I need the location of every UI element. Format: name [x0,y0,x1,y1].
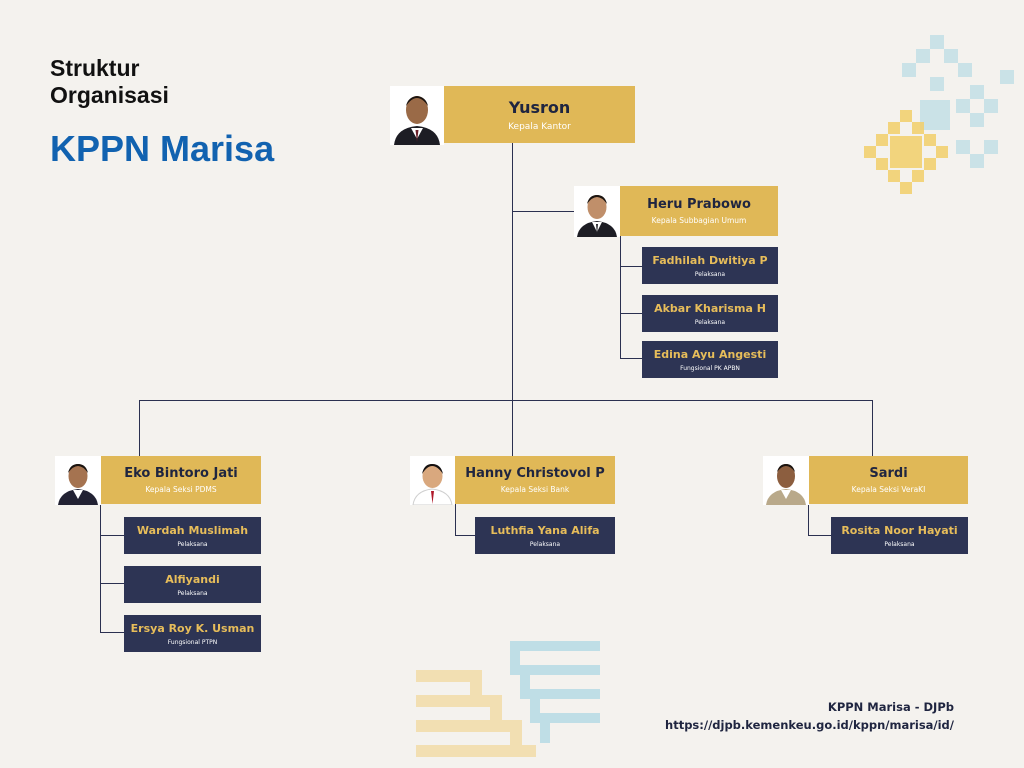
person-name: Eko Bintoro Jati [124,466,238,481]
staff-card: Akbar Kharisma H Pelaksana [642,295,778,332]
footer-office: KPPN Marisa - DJPb [827,700,954,714]
connector-line [620,266,642,267]
connector-line [620,236,621,359]
person-role: Pelaksana [694,318,726,326]
connector-line [139,400,140,456]
person-name: Sardi [869,466,908,481]
person-role: Fungsional PTPN [167,638,218,646]
person-name: Akbar Kharisma H [654,301,766,315]
connector-line [512,211,574,212]
person-role: Pelaksana [884,540,915,548]
avatar [390,86,444,145]
person-name: Luthfia Yana Alifa [490,523,600,537]
person-role: Kepala Kantor [508,121,571,132]
connector-line [100,632,124,633]
person-name: Fadhilah Dwitiya P [652,253,768,267]
person-role: Kepala Seksi Bank [500,485,570,494]
avatar [574,186,620,237]
staff-card: Alfiyandi Pelaksana [124,566,261,603]
head-card: Yusron Kepala Kantor [444,86,635,143]
avatar [763,456,809,505]
staff-card: Wardah Muslimah Pelaksana [124,517,261,554]
section-card: Eko Bintoro Jati Kepala Seksi PDMS [101,456,261,504]
section-card: Hanny Christovol P Kepala Seksi Bank [455,456,615,504]
connector-line [808,504,809,536]
person-name: Alfiyandi [165,572,220,586]
avatar [55,456,101,505]
staff-card: Luthfia Yana Alifa Pelaksana [475,517,615,554]
connector-line [139,400,873,401]
person-role: Kepala Seksi VeraKI [851,485,926,494]
staff-card: Ersya Roy K. Usman Fungsional PTPN [124,615,261,652]
person-role: Pelaksana [694,270,726,278]
person-name: Edina Ayu Angesti [653,347,767,361]
footer-url[interactable]: https://djpb.kemenkeu.go.id/kppn/marisa/… [665,718,954,732]
person-name: Rosita Noor Hayati [841,523,958,537]
person-name: Heru Prabowo [647,197,751,212]
person-role: Pelaksana [177,540,208,548]
person-name: Hanny Christovol P [465,466,605,481]
connector-line [100,535,124,536]
person-name: Ersya Roy K. Usman [130,621,255,635]
page-title: Struktur Organisasi [50,55,169,108]
person-role: Pelaksana [177,589,208,597]
person-role: Fungsional PK APBN [680,364,740,372]
connector-line [100,504,101,632]
person-name: Yusron [508,97,571,117]
decorative-pattern-top-right [864,35,1014,194]
staff-card: Edina Ayu Angesti Fungsional PK APBN [642,341,778,378]
person-role: Kepala Subbagian Umum [651,216,747,225]
footer: KPPN Marisa - DJPb https://djpb.kemenkeu… [665,698,954,734]
person-role: Kepala Seksi PDMS [145,485,217,494]
subbag-card: Heru Prabowo Kepala Subbagian Umum [620,186,778,236]
connector-line [100,583,124,584]
person-name: Wardah Muslimah [136,523,249,537]
office-title: KPPN Marisa [50,128,275,169]
section-card: Sardi Kepala Seksi VeraKI [809,456,968,504]
connector-line [620,313,642,314]
connector-line [455,535,475,536]
person-role: Pelaksana [529,540,561,548]
decorative-pattern-bottom [416,641,600,757]
staff-card: Fadhilah Dwitiya P Pelaksana [642,247,778,284]
connector-line [872,400,873,456]
connector-line [620,358,642,359]
connector-line [455,504,456,536]
connector-line [512,143,513,456]
avatar [410,456,455,505]
connector-line [808,535,832,536]
staff-card: Rosita Noor Hayati Pelaksana [831,517,968,554]
